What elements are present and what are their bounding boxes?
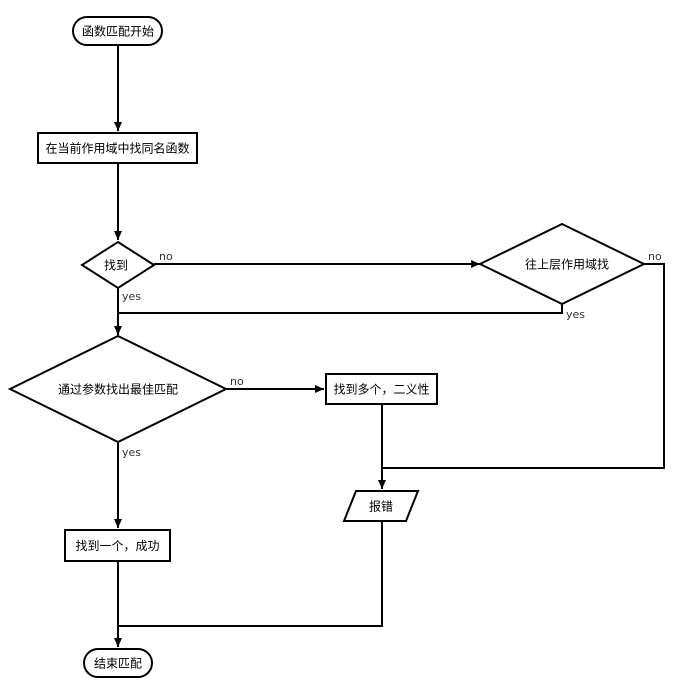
node-best-match-decision-label: 通过参数找出最佳匹配 bbox=[58, 382, 178, 397]
node-end[interactable]: 结束匹配 bbox=[83, 648, 153, 678]
edge-outer-yes-merge bbox=[118, 304, 563, 314]
node-search-current[interactable]: 在当前作用域中找同名函数 bbox=[37, 132, 198, 164]
node-start[interactable]: 函数匹配开始 bbox=[72, 16, 163, 46]
node-ambiguous[interactable]: 找到多个，二义性 bbox=[325, 373, 438, 405]
node-success[interactable]: 找到一个，成功 bbox=[64, 529, 171, 562]
node-ambiguous-label: 找到多个，二义性 bbox=[333, 383, 429, 397]
node-error-label: 报错 bbox=[369, 499, 393, 514]
node-end-label: 结束匹配 bbox=[94, 657, 142, 671]
node-search-current-label: 在当前作用域中找同名函数 bbox=[45, 141, 189, 156]
label-found-no: no bbox=[159, 250, 173, 263]
edges bbox=[114, 45, 665, 647]
node-success-label: 找到一个，成功 bbox=[75, 539, 159, 553]
edge-error-to-end-merge bbox=[118, 521, 383, 627]
label-outer-yes: yes bbox=[566, 308, 585, 321]
label-outer-no: no bbox=[648, 250, 662, 263]
node-found-decision[interactable]: 找到 bbox=[80, 240, 156, 290]
node-found-decision-label: 找到 bbox=[104, 259, 128, 273]
node-best-match-decision[interactable]: 通过参数找出最佳匹配 bbox=[7, 334, 229, 444]
node-search-outer[interactable]: 往上层作用域找 bbox=[477, 222, 647, 306]
label-found-yes: yes bbox=[122, 290, 141, 303]
node-start-label: 函数匹配开始 bbox=[82, 24, 154, 39]
node-error[interactable]: 报错 bbox=[342, 490, 420, 522]
label-best-no: no bbox=[230, 375, 244, 388]
label-best-yes: yes bbox=[122, 446, 141, 459]
node-search-outer-label: 往上层作用域找 bbox=[525, 257, 609, 272]
edge-outer-no-to-error bbox=[382, 263, 665, 469]
